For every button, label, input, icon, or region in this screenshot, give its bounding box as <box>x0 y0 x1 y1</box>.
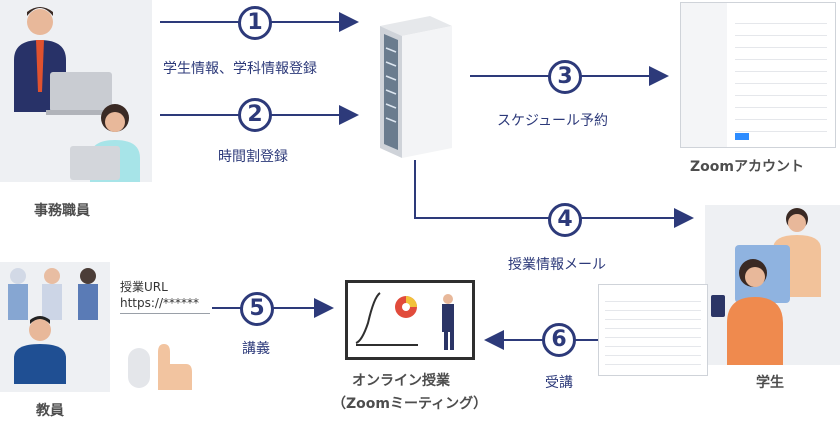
staff-caption: 事務職員 <box>34 203 90 219</box>
zoom-account-form-lines <box>735 15 827 135</box>
arrow-4 <box>414 160 694 228</box>
teacher-caption: 教員 <box>36 403 64 419</box>
step-2-label: 時間割登録 <box>218 149 288 165</box>
email-lines <box>605 295 701 371</box>
step-6-label: 受講 <box>545 375 573 391</box>
lecture-url-underline <box>120 313 210 314</box>
server-icon <box>380 16 452 158</box>
pointing-hand-icon <box>128 344 192 390</box>
step-3-label: スケジュール予約 <box>497 113 609 129</box>
lecture-url-title: 授業URL <box>120 280 168 294</box>
step-1-label: 学生情報、学科情報登録 <box>163 61 317 77</box>
online-class-caption-1: オンライン授業 <box>352 373 450 389</box>
zoom-account-sidebar <box>681 3 727 147</box>
step-6-number: 6 <box>542 323 576 357</box>
online-class-screen <box>345 280 475 360</box>
online-class-caption-2: （Zoomミーティング） <box>332 396 488 412</box>
email-screen <box>598 284 708 376</box>
lecture-url-value: https://****** <box>120 296 200 310</box>
step-4-label: 授業情報メール <box>508 257 606 273</box>
zoom-account-screen <box>680 2 836 148</box>
zoom-account-caption: Zoomアカウント <box>690 159 804 175</box>
student-caption: 学生 <box>756 375 784 391</box>
teacher-illustration <box>8 268 98 384</box>
step-3-number: 3 <box>548 60 582 94</box>
step-1-number: 1 <box>238 6 272 40</box>
step-4-number: 4 <box>548 203 582 237</box>
student-illustration <box>711 208 821 365</box>
step-2-number: 2 <box>238 98 272 132</box>
slide-content <box>355 292 454 350</box>
zoom-account-save-button <box>735 133 749 140</box>
staff-illustration <box>14 7 140 182</box>
step-5-number: 5 <box>240 292 274 326</box>
step-5-label: 講義 <box>242 341 270 357</box>
